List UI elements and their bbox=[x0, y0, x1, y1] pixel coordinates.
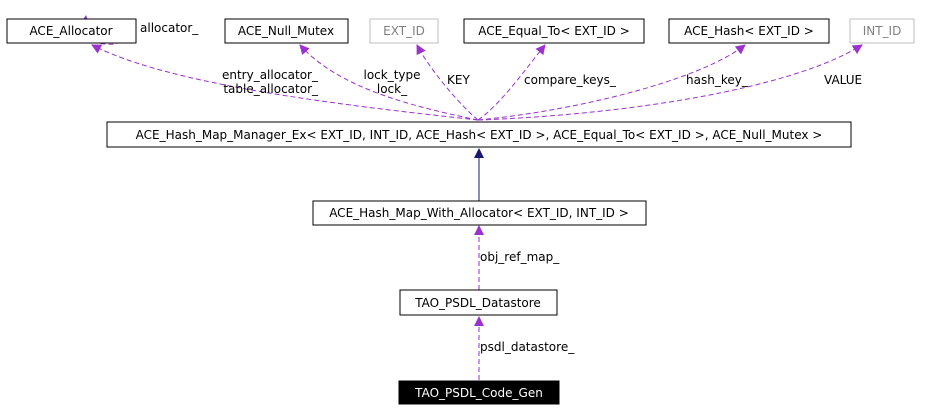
node-label: TAO_PSDL_Code_Gen bbox=[414, 386, 543, 400]
node-label: TAO_PSDL_Datastore bbox=[414, 296, 541, 310]
label-psdl-datastore: psdl_datastore_ bbox=[480, 340, 575, 354]
edge-equal-to-to-manager bbox=[477, 44, 546, 121]
node-ace-hash[interactable]: ACE_Hash< EXT_ID > bbox=[668, 18, 830, 44]
node-tao-psdl-code-gen[interactable]: TAO_PSDL_Code_Gen bbox=[398, 380, 560, 405]
node-ace-null-mutex[interactable]: ACE_Null_Mutex bbox=[224, 18, 349, 44]
edge-allocator-to-manager bbox=[91, 44, 479, 121]
node-label: ACE_Hash_Map_Manager_Ex< EXT_ID, INT_ID,… bbox=[136, 128, 823, 142]
node-label: EXT_ID bbox=[383, 24, 425, 38]
label-entry-allocator: entry_allocator_ bbox=[222, 68, 319, 82]
node-hash-map-manager-ex[interactable]: ACE_Hash_Map_Manager_Ex< EXT_ID, INT_ID,… bbox=[106, 121, 852, 148]
node-hash-map-with-allocator[interactable]: ACE_Hash_Map_With_Allocator< EXT_ID, INT… bbox=[312, 200, 647, 226]
edge-ext-id-to-manager bbox=[416, 44, 479, 121]
edge-int-id-to-manager bbox=[477, 44, 863, 121]
label-obj-ref-map: obj_ref_map_ bbox=[480, 250, 560, 264]
node-int-id[interactable]: INT_ID bbox=[849, 18, 915, 44]
node-label: INT_ID bbox=[863, 24, 902, 38]
node-ext-id[interactable]: EXT_ID bbox=[369, 18, 439, 44]
label-compare-keys: compare_keys_ bbox=[524, 73, 617, 87]
label-allocator: allocator_ bbox=[140, 21, 199, 35]
edge-null-mutex-to-manager bbox=[299, 44, 479, 121]
node-label: ACE_Null_Mutex bbox=[238, 24, 334, 38]
label-lock-type: lock_type bbox=[363, 68, 420, 82]
label-hash-key: hash_key_ bbox=[686, 73, 749, 87]
label-table-allocator: table_allocator_ bbox=[223, 82, 319, 96]
node-ace-equal-to[interactable]: ACE_Equal_To< EXT_ID > bbox=[463, 18, 645, 44]
node-label: ACE_Allocator bbox=[29, 24, 112, 38]
node-label: ACE_Hash< EXT_ID > bbox=[684, 24, 814, 38]
node-label: ACE_Equal_To< EXT_ID > bbox=[478, 24, 630, 38]
node-label: ACE_Hash_Map_With_Allocator< EXT_ID, INT… bbox=[329, 206, 629, 220]
node-tao-psdl-datastore[interactable]: TAO_PSDL_Datastore bbox=[399, 289, 558, 316]
node-ace-allocator[interactable]: ACE_Allocator bbox=[6, 18, 137, 44]
label-value: VALUE bbox=[824, 73, 862, 87]
label-lock: lock_ bbox=[377, 82, 408, 96]
label-key: KEY bbox=[447, 73, 470, 87]
